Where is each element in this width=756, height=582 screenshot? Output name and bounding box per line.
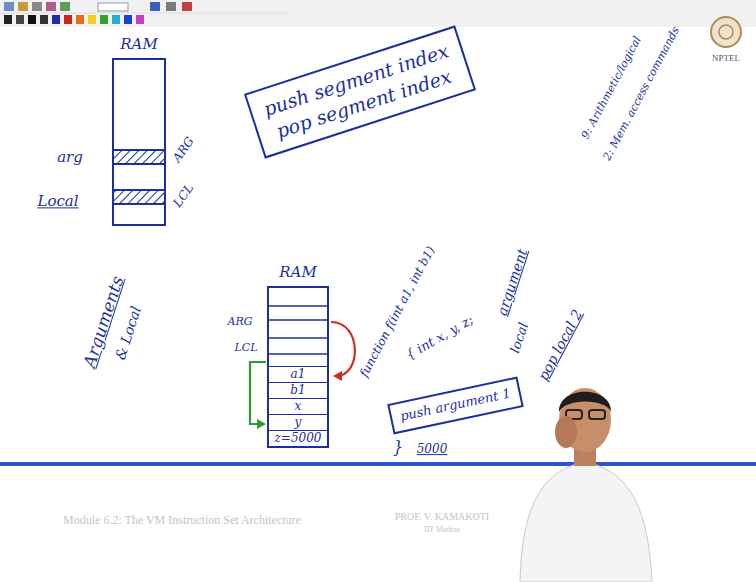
logo-mark	[719, 25, 733, 39]
presenter-glasses	[589, 410, 605, 419]
memory-cell: a1	[269, 366, 327, 382]
color-swatch	[136, 15, 144, 24]
pen-icon	[166, 2, 176, 11]
footer-institute: IIT Madras	[424, 525, 460, 534]
instruction-box: push segment indexpop segment index	[244, 25, 476, 158]
tool-icon	[32, 2, 42, 11]
hatched-band	[114, 190, 164, 204]
zoom-box	[98, 3, 128, 11]
pointer-label: ARG	[171, 135, 198, 165]
arrow-head	[257, 419, 266, 429]
color-swatch	[88, 15, 96, 24]
pointer-label: LCL	[234, 342, 257, 355]
hatched-band	[114, 150, 164, 164]
color-swatch	[100, 15, 108, 24]
color-swatch	[28, 15, 36, 24]
color-swatch	[16, 15, 24, 24]
footer-title: Module 6.2: The VM Instruction Set Archi…	[63, 514, 301, 528]
memory-line	[269, 319, 327, 321]
tool-icon	[60, 2, 70, 11]
color-swatch	[76, 15, 84, 24]
cell-value: x	[269, 399, 327, 413]
memory-line	[269, 337, 327, 339]
pointer-label: ARG	[227, 316, 252, 329]
block-heading: RAM	[269, 263, 327, 283]
pointer-arrow	[250, 362, 266, 424]
code-line: function f(int a1, int b1)	[358, 244, 439, 379]
code-line: }	[393, 439, 403, 457]
color-swatch	[52, 15, 60, 24]
color-swatch	[4, 15, 12, 24]
cell-value: y	[269, 415, 327, 429]
code-line: { int x, y, z;	[404, 313, 476, 363]
pen-icon	[182, 2, 192, 11]
note: argument	[494, 247, 531, 318]
pointer-label: LCL	[171, 182, 197, 210]
logo-text: NPTEL	[712, 53, 740, 63]
memory-line	[114, 149, 164, 151]
logo-mark	[711, 17, 741, 47]
presenter-hand	[555, 416, 577, 448]
memory-line	[269, 353, 327, 355]
block-heading: RAM	[114, 35, 164, 55]
presenter-hair	[559, 392, 611, 412]
tool-icon	[4, 2, 14, 11]
color-swatch	[64, 15, 72, 24]
toolbar	[0, 0, 756, 27]
pen-icon	[150, 2, 160, 11]
instruction-text: push argument 1	[398, 385, 512, 425]
presenter-shirt	[520, 462, 652, 582]
memory-line	[114, 189, 164, 191]
footer-name: PROF. V. KAMAKOTI	[395, 511, 489, 523]
memory-block: RAMa1b1xyz=5000	[267, 286, 329, 448]
tool-icon	[46, 2, 56, 11]
color-swatch	[124, 15, 132, 24]
instruction-box: push argument 1	[387, 376, 524, 434]
cell-value: a1	[269, 367, 327, 381]
region-label: arg	[57, 149, 83, 166]
memory-line	[114, 203, 164, 205]
note: local	[508, 321, 532, 355]
memory-block: RAM	[112, 58, 166, 226]
cell-value: z=5000	[269, 431, 327, 445]
memory-cell: x	[269, 398, 327, 414]
region-label: Local	[37, 193, 78, 210]
board-edge	[0, 462, 756, 466]
memory-cell: b1	[269, 382, 327, 398]
memory-line	[269, 305, 327, 307]
memory-line	[114, 163, 164, 165]
memory-cell: y	[269, 414, 327, 430]
cell-value: b1	[269, 383, 327, 397]
arrow-head	[333, 371, 342, 381]
memory-cell: z=5000	[269, 430, 327, 446]
note: 5000	[417, 443, 448, 457]
color-swatch	[112, 15, 120, 24]
toolbar-divider	[0, 13, 290, 14]
note: 9: Arithmetic/logical	[580, 35, 645, 142]
color-swatch	[40, 15, 48, 24]
tool-icon	[18, 2, 28, 11]
code-line: pop local 2	[535, 307, 586, 383]
pointer-arrow	[331, 322, 355, 376]
